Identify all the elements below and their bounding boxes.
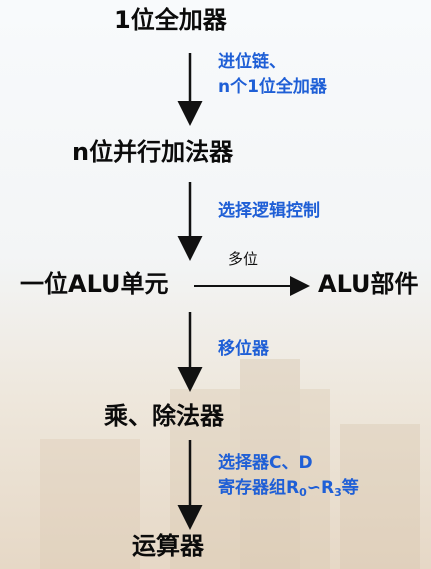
label-carry-chain-line-1: 进位链、	[218, 52, 286, 72]
label-shifter: 移位器	[218, 339, 269, 359]
label-selectors-line: 选择器C、D	[218, 453, 313, 473]
node-arithmetic-unit: 运算器	[132, 532, 204, 560]
label-carry-chain-line-2: n个1位全加器	[218, 76, 327, 97]
node-alu-component: ALU部件	[318, 270, 419, 298]
label-register-prefix: 寄存器组R	[218, 477, 300, 498]
label-register-subscript-0: 0	[299, 485, 307, 499]
label-selection-logic-control: 选择逻辑控制	[218, 201, 320, 221]
node-1-bit-alu-unit: 一位ALU单元	[20, 270, 169, 298]
node-1-bit-full-adder: 1位全加器	[114, 6, 227, 34]
node-n-bit-parallel-adder: n位并行加法器	[72, 138, 234, 166]
label-register-subscript-3: 3	[334, 485, 342, 499]
label-register-group-line: 寄存器组R0∽R3等	[218, 476, 359, 501]
label-carry-chain: 进位链、 n个1位全加器	[218, 50, 327, 99]
label-register-suffix: 等	[341, 477, 359, 498]
label-register-range-separator: ∽R	[306, 477, 335, 498]
node-multiplier-divider: 乘、除法器	[104, 402, 224, 430]
label-multi-bit: 多位	[228, 250, 259, 268]
label-selectors-and-registers: 选择器C、D 寄存器组R0∽R3等	[218, 451, 359, 501]
